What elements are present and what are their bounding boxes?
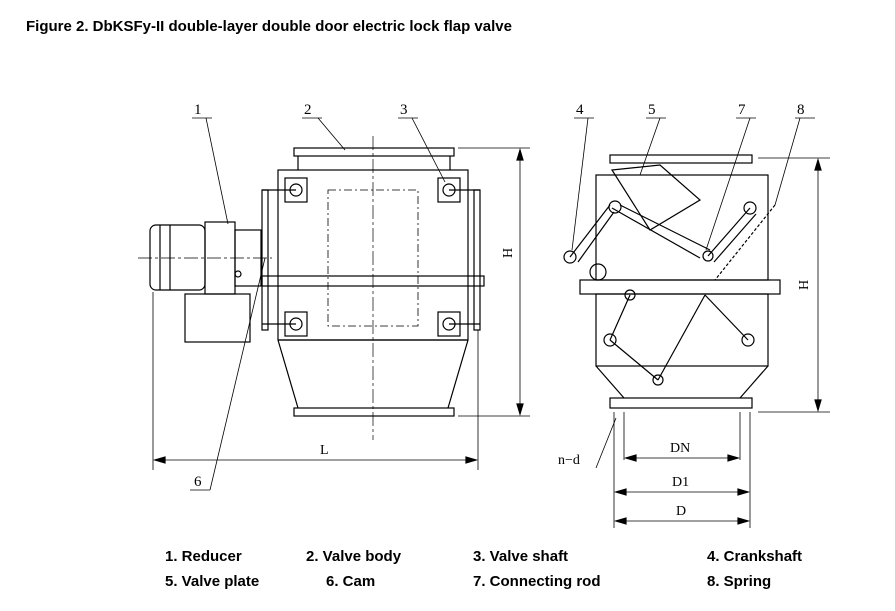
dim-nd: n−d [558,453,580,468]
callout-1: 1 [194,102,202,118]
figure-title: Figure 2. DbKSFy-II double-layer double … [26,18,512,35]
legend-item-connecting-rod: 7. Connecting rod [473,573,601,590]
callout-2: 2 [304,102,312,118]
dim-DN: DN [670,441,690,456]
callout-7: 7 [738,102,746,118]
legend-item-valve-shaft: 3. Valve shaft [473,548,569,565]
dim-H-right: H [797,280,812,290]
legend-item-valve-body: 2. Valve body [306,548,402,565]
side-view [563,117,830,528]
legend-item-valve-plate: 5. Valve plate [165,573,260,590]
callout-4: 4 [576,102,584,118]
dim-D: D [676,504,686,519]
callout-8: 8 [797,102,805,118]
callout-5: 5 [648,102,656,118]
legend-item-spring: 8. Spring [707,573,772,590]
callout-6: 6 [194,474,202,490]
legend-item-cam: 6. Cam [326,573,376,590]
legend-item-reducer: 1. Reducer [165,548,242,565]
dim-H-left: H [501,248,516,258]
front-view [138,117,530,491]
dim-L: L [320,443,329,458]
dim-D1: D1 [672,475,689,490]
callout-3: 3 [400,102,408,118]
legend-item-crankshaft: 4. Crankshaft [707,548,803,565]
